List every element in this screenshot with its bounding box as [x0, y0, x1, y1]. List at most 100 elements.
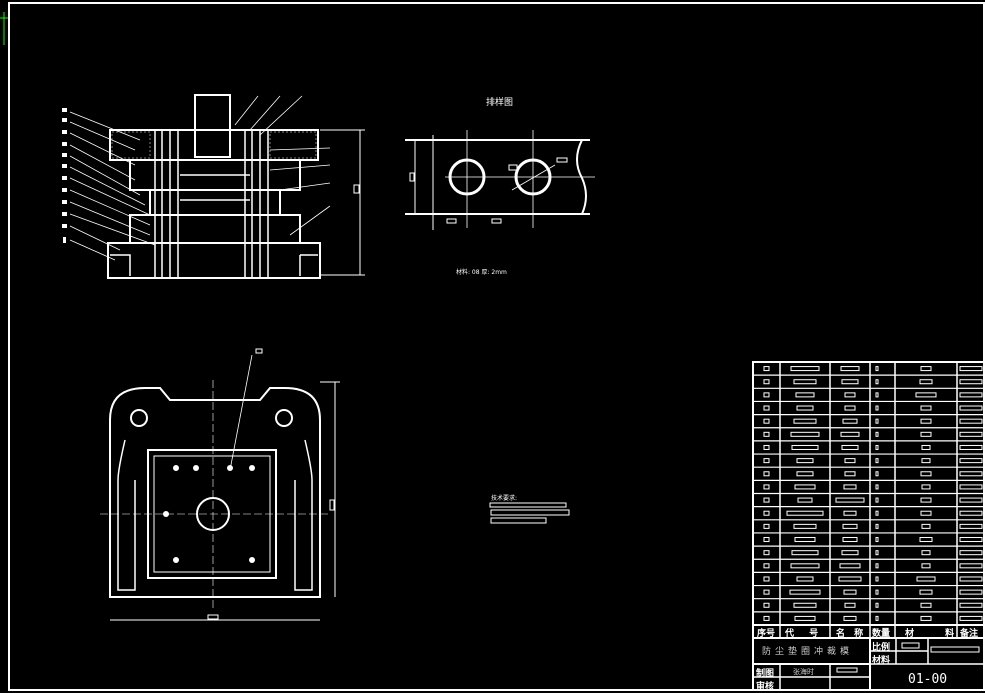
bom-remark-cell [959, 576, 983, 582]
bom-material-cell [920, 431, 932, 437]
bom-name-cell [844, 458, 856, 464]
bom-remark-cell [959, 602, 983, 608]
bom-material-cell [920, 602, 932, 608]
bom-name-cell [842, 523, 858, 529]
bom-material-cell [921, 444, 931, 450]
header-remark: 备注 [960, 629, 979, 639]
bom-name-cell [842, 418, 858, 424]
bom-remark-cell [959, 444, 983, 450]
bom-qty-cell [875, 431, 879, 437]
bom-name-cell [838, 576, 862, 582]
bom-material-cell [920, 615, 932, 621]
bom-qty-cell [875, 484, 879, 490]
bom-qty-cell [875, 523, 879, 529]
bom-remark-cell [959, 497, 983, 503]
bom-remark-cell [959, 379, 983, 385]
bom-seq-cell [763, 405, 770, 411]
bom-code-cell [793, 418, 817, 424]
bom-name-cell [840, 431, 860, 437]
bom-code-cell [793, 602, 817, 608]
bom-remark-cell [959, 550, 983, 556]
bom-material-cell [919, 589, 933, 595]
drawing-name: 防尘垫圈冲裁模 [762, 647, 854, 657]
bom-seq-cell [763, 523, 770, 529]
bom-qty-cell [875, 418, 879, 424]
title-block-frame [752, 361, 985, 691]
bom-name-cell [843, 510, 857, 516]
bom-code-cell [796, 576, 814, 582]
header-material: 材 料 [905, 629, 955, 639]
bom-remark-cell [959, 471, 983, 477]
bom-material-cell [920, 510, 932, 516]
bom-seq-cell [763, 458, 770, 464]
bom-qty-cell [875, 550, 879, 556]
bom-remark-cell [959, 431, 983, 437]
bom-remark-cell [959, 405, 983, 411]
bom-material-cell [920, 418, 932, 424]
bom-remark-cell [959, 418, 983, 424]
bom-material-cell [919, 537, 933, 543]
bom-remark-cell [959, 458, 983, 464]
bom-seq-cell [763, 431, 770, 437]
bom-material-cell [916, 576, 936, 582]
bom-seq-cell [763, 615, 770, 621]
bom-material-cell [921, 458, 931, 464]
bom-material-cell [921, 563, 931, 569]
drawing-border [8, 2, 985, 691]
tech-req-title: 技术要求: [491, 494, 517, 502]
material-label: 材料 [872, 656, 891, 666]
bom-name-cell [843, 484, 857, 490]
bom-code-cell [793, 379, 817, 385]
bom-qty-cell [875, 615, 879, 621]
bom-header: 序号 代 号 名 称 数量 材 料 备注 [753, 626, 984, 639]
bom-material-cell [920, 471, 932, 477]
bom-seq-cell [763, 444, 770, 450]
bom-material-cell [921, 523, 931, 529]
scale-label: 比例 [872, 643, 891, 653]
bom-name-cell [844, 392, 856, 398]
bom-name-cell [844, 405, 856, 411]
bom-seq-cell [763, 366, 770, 372]
drawing-number: 01-00 [908, 672, 948, 687]
bom-qty-cell [875, 602, 879, 608]
bom-seq-cell [763, 379, 770, 385]
bom-qty-cell [875, 405, 879, 411]
bom-seq-cell [763, 418, 770, 424]
bom-qty-cell [875, 563, 879, 569]
bom-seq-cell [763, 563, 770, 569]
bom-code-cell [793, 523, 817, 529]
bom-material-cell [915, 392, 937, 398]
bom-name-cell [839, 563, 861, 569]
bom-name-cell [841, 379, 859, 385]
bom-code-cell [794, 537, 816, 543]
bom-remark-cell [959, 537, 983, 543]
title-block [753, 624, 984, 690]
bom-code-cell [796, 458, 814, 464]
bom-code-cell [794, 484, 816, 490]
material-note: 材料: 08 厚: 2mm [456, 268, 507, 276]
bom-material-cell [919, 379, 933, 385]
ucs-icon [0, 12, 8, 45]
bom-qty-cell [875, 497, 879, 503]
bom-name-cell [840, 366, 860, 372]
header-name: 名 称 [836, 629, 864, 639]
bom-code-cell [797, 497, 813, 503]
bom-seq-cell [763, 550, 770, 556]
bom-code-cell [790, 563, 820, 569]
bom-table [753, 362, 984, 638]
bom-code-cell [795, 392, 815, 398]
bom-qty-cell [875, 471, 879, 477]
bom-qty-cell [875, 444, 879, 450]
bom-remark-cell [959, 510, 983, 516]
bom-name-cell [841, 444, 859, 450]
bom-code-cell [791, 444, 819, 450]
bom-qty-cell [875, 537, 879, 543]
bom-code-cell [790, 366, 820, 372]
layout-title: 排样图 [486, 96, 513, 108]
plan-view [100, 348, 340, 621]
bom-seq-cell [763, 510, 770, 516]
bom-name-cell [843, 589, 857, 595]
bom-material-cell [920, 366, 932, 372]
bom-material-cell [920, 497, 932, 503]
